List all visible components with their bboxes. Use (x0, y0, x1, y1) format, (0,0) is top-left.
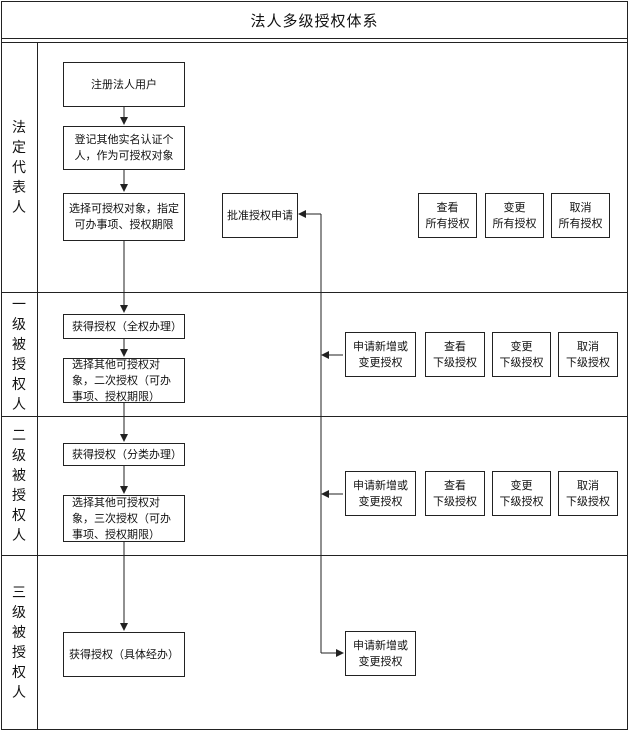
node-enroll: 登记其他实名认证个人，作为可授权对象 (63, 126, 185, 170)
lane-divider-3 (1, 555, 628, 556)
node-view-sub-level-1: 查看 下级授权 (425, 332, 485, 377)
title-divider-double (1, 42, 628, 43)
node-change-all: 变更 所有授权 (485, 193, 544, 238)
node-get-category: 获得授权（分类办理） (63, 443, 185, 466)
lane-divider-1 (1, 292, 628, 293)
lane-label-divider (37, 43, 38, 730)
lane-label-legal-rep: 法定代表人 (12, 119, 26, 216)
node-get-full: 获得授权（全权办理） (63, 314, 185, 339)
node-cancel-all: 取消 所有授权 (551, 193, 610, 238)
node-cancel-sub-level-2: 取消 下级授权 (558, 471, 618, 516)
node-apply-level-1: 申请新增或 变更授权 (345, 332, 416, 377)
node-select-second: 选择其他可授权对象，二次授权（可办事项、授权期限） (63, 358, 185, 403)
node-select-first: 选择可授权对象，指定可办事项、授权期限 (63, 193, 185, 241)
lane-label-level-1: 一级被授权人 (12, 296, 26, 413)
node-change-sub-level-2: 变更 下级授权 (492, 471, 551, 516)
node-get-specific: 获得授权（具体经办） (63, 632, 185, 677)
lane-divider-2 (1, 416, 628, 417)
node-select-third: 选择其他可授权对象，三次授权（可办事项、授权期限） (63, 495, 185, 542)
node-apply-level-3: 申请新增或 变更授权 (345, 631, 416, 676)
title-divider (1, 38, 628, 39)
diagram-title: 法人多级授权体系 (250, 11, 379, 30)
node-change-sub-level-1: 变更 下级授权 (492, 332, 551, 377)
node-apply-level-2: 申请新增或 变更授权 (345, 471, 416, 516)
node-view-sub-level-2: 查看 下级授权 (425, 471, 485, 516)
lane-label-level-3: 三级被授权人 (12, 585, 26, 701)
node-register: 注册法人用户 (63, 62, 185, 107)
node-approve: 批准授权申请 (222, 193, 298, 238)
node-view-all: 查看 所有授权 (418, 193, 477, 238)
lane-label-level-2: 二级被授权人 (12, 428, 26, 544)
node-cancel-sub-level-1: 取消 下级授权 (558, 332, 618, 377)
